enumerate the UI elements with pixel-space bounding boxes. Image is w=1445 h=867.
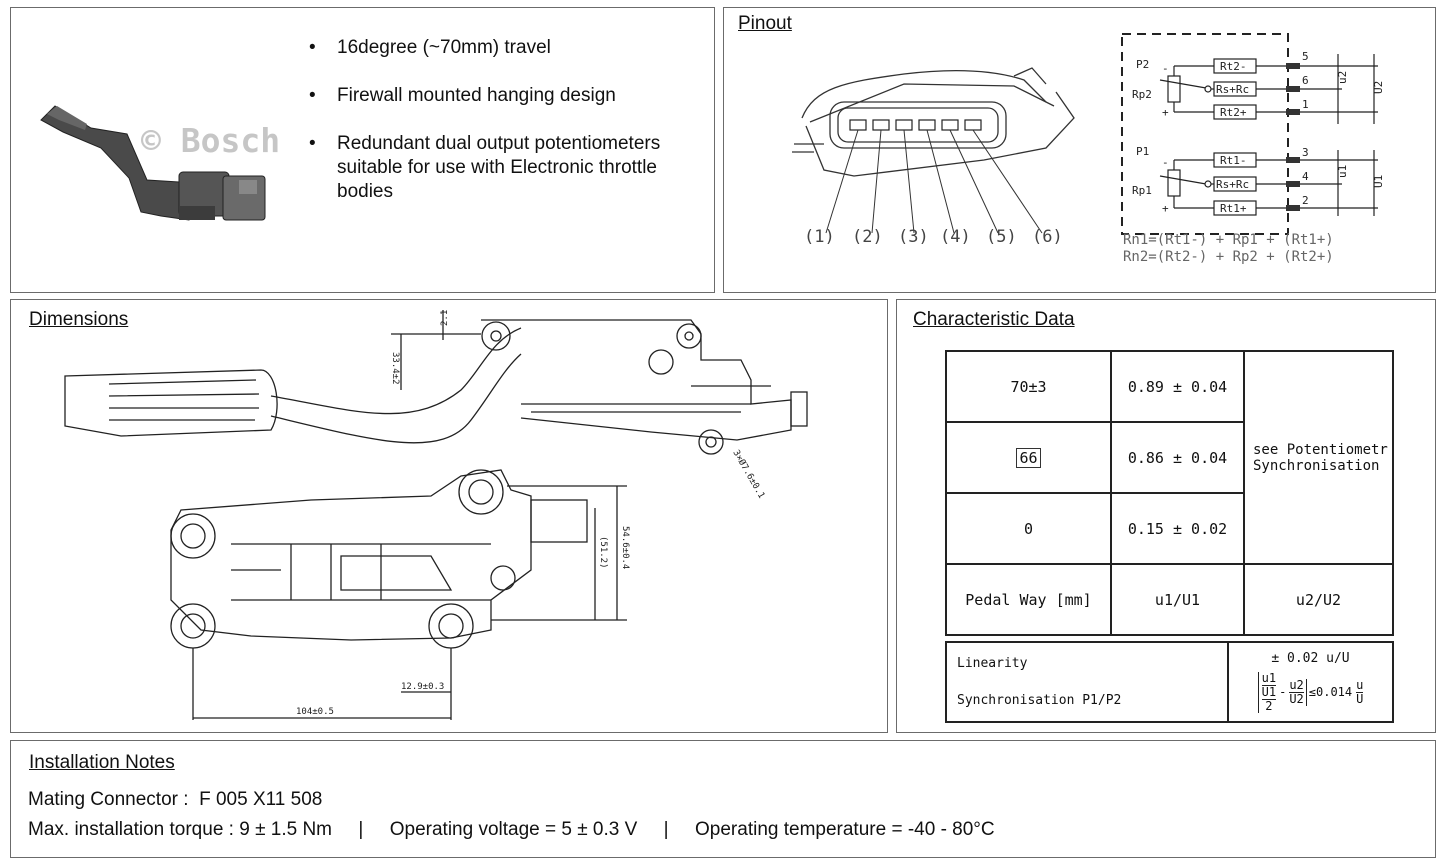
characteristic-table: 70±3 0.89 ± 0.04 see Potentiometr Synchr…	[945, 350, 1394, 636]
u1-cell: 0.15 ± 0.02	[1110, 492, 1245, 565]
dimension-drawing: 2.1 33.4±2 3×Ø7.6±0.1 54.6±0.4 (51.2) 12…	[64, 310, 808, 720]
label-plus: +	[1162, 106, 1169, 119]
output-label: U2	[1372, 81, 1385, 94]
label-rp1: Rp1	[1132, 184, 1152, 197]
feature-item: Redundant dual output potentiometers sui…	[301, 132, 682, 204]
feature-item: Firewall mounted hanging design	[301, 84, 707, 108]
formula-rn2: Rn2=(Rt2-) + Rp2 + (Rt2+)	[1123, 249, 1334, 265]
pin-number: 2	[1302, 194, 1309, 207]
header-u1: u1/U1	[1110, 563, 1245, 636]
product-panel: © Bosch 16degree (~70mm) travel Firewall…	[10, 7, 715, 293]
watermark: © Bosch	[141, 121, 280, 160]
pedal-cell: 70±3	[945, 350, 1112, 423]
frac-num: u2	[1289, 678, 1304, 693]
linearity-label: Linearity	[957, 656, 1028, 671]
potentiometer-schematic: P2 Rp2 - + P1 Rp1 - + Rt2- Rs+Rc Rt2+ Rt…	[1121, 33, 1385, 235]
installation-panel: Installation Notes Mating Connector : F …	[10, 740, 1436, 858]
dim-label: 104±0.5	[296, 707, 334, 717]
fraction-left: u1 U1 2	[1257, 671, 1277, 713]
dim-label: (51.2)	[598, 536, 608, 569]
header-u2: u2/U2	[1243, 563, 1394, 636]
dim-label: 12.9±0.3	[401, 682, 444, 692]
u2-note-cell: see Potentiometr Synchronisation	[1243, 350, 1394, 565]
label-minus: -	[1162, 62, 1169, 75]
pin-label: (4)	[940, 227, 971, 247]
dimensions-panel: Dimensions	[10, 299, 888, 733]
pin-label: (6)	[1032, 227, 1063, 247]
dim-label: 3×Ø7.6±0.1	[730, 448, 767, 500]
pinout-title: Pinout	[738, 13, 792, 34]
label-minus: -	[1162, 156, 1169, 169]
pedal-value: 66	[1016, 447, 1041, 468]
sync-label: Synchronisation P1/P2	[957, 693, 1122, 708]
label-plus: +	[1162, 202, 1169, 215]
sync-minus: -	[1279, 685, 1287, 699]
pedal-cell: 66	[945, 421, 1112, 494]
pinout-panel: Pinout (1) (2)	[723, 7, 1436, 293]
label-p1: P1	[1136, 145, 1149, 158]
pin-number: 4	[1302, 170, 1309, 183]
resistor-label: Rt2-	[1220, 60, 1247, 73]
label-p2: P2	[1136, 58, 1149, 71]
frac-den: U	[1356, 692, 1364, 706]
pin-label: (5)	[986, 227, 1017, 247]
dim-label: 2.1	[440, 310, 450, 326]
pin-label: (3)	[898, 227, 929, 247]
output-label: u1	[1336, 165, 1349, 178]
frac-two: 2	[1265, 699, 1273, 713]
installation-title: Installation Notes	[29, 752, 175, 773]
feature-list: 16degree (~70mm) travel Firewall mounted…	[301, 36, 707, 228]
output-label: U1	[1372, 175, 1385, 188]
resistor-label: Rs+Rc	[1216, 178, 1249, 191]
frac-den: U1	[1261, 685, 1277, 700]
characteristic-panel: Characteristic Data 70±3 0.89 ± 0.04 see…	[896, 299, 1436, 733]
feature-item: 16degree (~70mm) travel	[301, 36, 707, 60]
resistor-label: Rt1+	[1220, 202, 1247, 215]
pedal-cell: 0	[945, 492, 1112, 565]
resistor-label: Rs+Rc	[1216, 83, 1249, 96]
linearity-labels: Linearity Synchronisation P1/P2	[945, 641, 1229, 723]
output-label: u2	[1336, 71, 1349, 84]
pin-number: 6	[1302, 74, 1309, 87]
mating-connector: Mating Connector : F 005 X11 508	[28, 789, 323, 810]
sync-limit: ≤0.014	[1308, 685, 1353, 699]
frac-num: u	[1356, 678, 1364, 693]
connector-drawing	[792, 67, 1075, 234]
fraction-unit: u U	[1356, 678, 1364, 706]
dim-label: 54.6±0.4	[620, 526, 630, 569]
linearity-table: Linearity Synchronisation P1/P2 ± 0.02 u…	[945, 641, 1394, 723]
formula-rn1: Rn1=(Rt1-) + Rp1 + (Rt1+)	[1123, 232, 1334, 248]
pin-number: 5	[1302, 50, 1309, 63]
label-rp2: Rp2	[1132, 88, 1152, 101]
u1-cell: 0.86 ± 0.04	[1110, 421, 1245, 494]
pin-label: (2)	[852, 227, 883, 247]
specs-line: Max. installation torque : 9 ± 1.5 Nm | …	[28, 819, 995, 840]
pin-number: 1	[1302, 98, 1309, 111]
dim-label: 33.4±2	[390, 352, 400, 385]
u2-note: see Potentiometr Synchronisation	[1253, 441, 1388, 474]
pin-number: 3	[1302, 146, 1309, 159]
sync-formula: u1 U1 2 - u2 U2 ≤0.014 u U	[1229, 672, 1392, 713]
fraction-right: u2 U2	[1289, 678, 1307, 706]
header-pedal: Pedal Way [mm]	[945, 563, 1112, 636]
linearity-values: ± 0.02 u/U u1 U1 2 - u2 U2 ≤0.014 u	[1227, 641, 1394, 723]
pin-label: (1)	[804, 227, 835, 247]
linearity-value: ± 0.02 u/U	[1271, 651, 1350, 666]
dimensions-title: Dimensions	[29, 309, 129, 330]
resistor-label: Rt2+	[1220, 106, 1247, 119]
characteristic-title: Characteristic Data	[913, 309, 1075, 330]
resistor-label: Rt1-	[1220, 154, 1247, 167]
frac-den: U2	[1289, 692, 1304, 706]
pedal-image: © Bosch	[40, 105, 280, 221]
u1-cell: 0.89 ± 0.04	[1110, 350, 1245, 423]
frac-num: u1	[1261, 671, 1277, 686]
